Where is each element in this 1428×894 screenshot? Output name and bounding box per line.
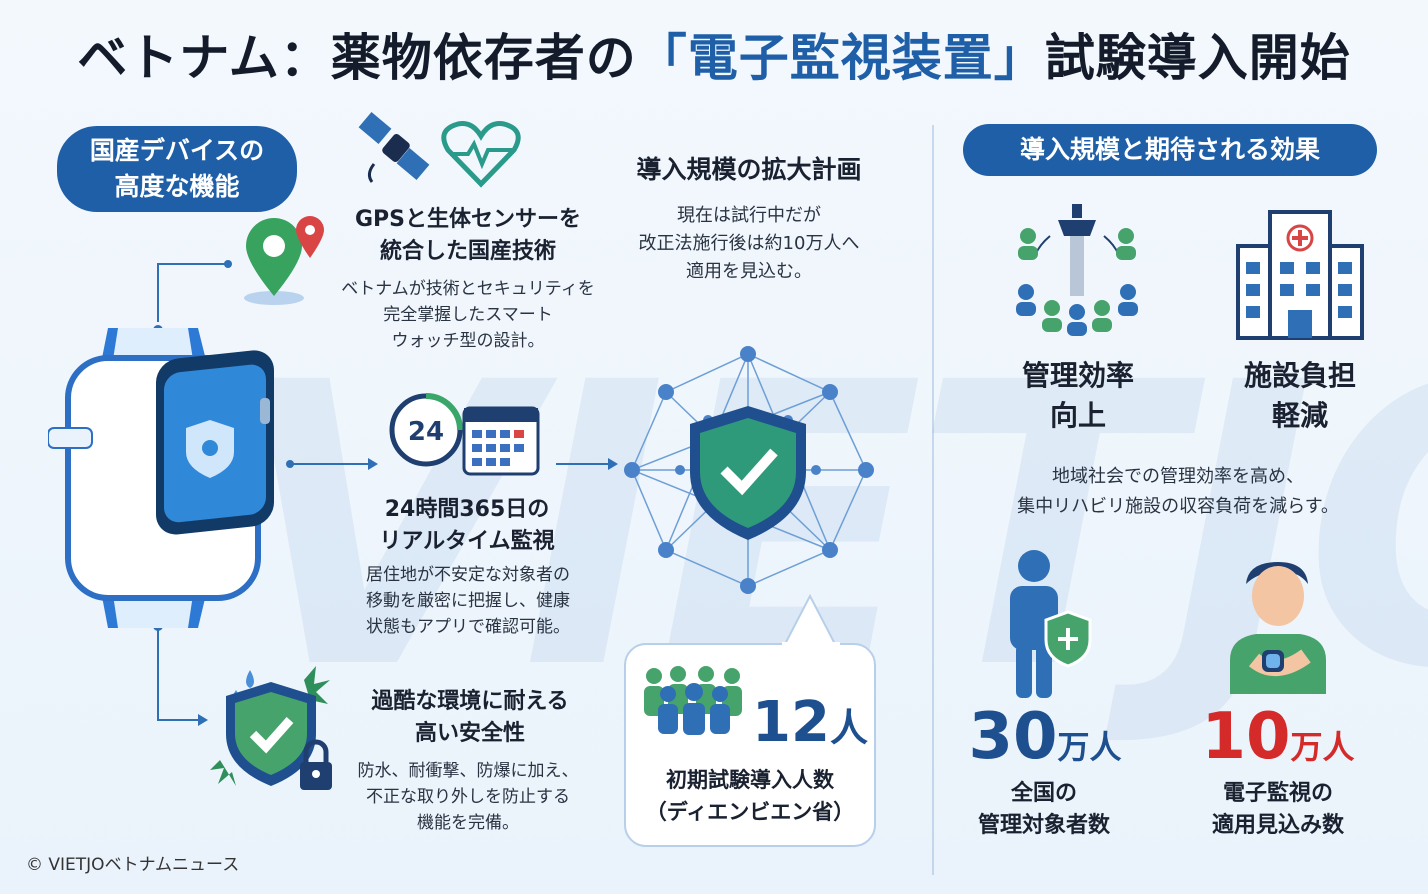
stat1-unit: 万人 — [1057, 728, 1122, 766]
stat2-unit: 万人 — [1290, 728, 1355, 766]
stat1-label-line1: 全国の — [1010, 781, 1077, 806]
initial-count-unit: 人 — [829, 706, 868, 750]
feature1-title: GPSと生体センサーを 統合した国産技術 — [330, 204, 606, 268]
lock-icon — [300, 739, 332, 790]
feature1-desc-line3: ウォッチ型の設計。 — [391, 331, 545, 351]
effects-desc-line2: 集中リハビリ施設の収容負荷を減らす。 — [1017, 496, 1339, 517]
title-highlight: 「電子監視装置」 — [636, 29, 1045, 87]
clock-24-icon: 24 — [389, 393, 463, 467]
initial-count-card — [624, 643, 876, 847]
stat2-value: 10万人 — [1196, 700, 1360, 774]
control-tower-icon — [1016, 204, 1138, 336]
calendar-icon — [462, 406, 540, 476]
feature2-desc-line2: 移動を厳密に把握し、健康 — [366, 591, 570, 611]
copyright-footer: © VIETJOベトナムニュース — [26, 855, 240, 875]
expansion-desc-line1: 現在は試行中だが — [677, 205, 821, 226]
feature3-desc-line3: 機能を完備。 — [417, 813, 519, 833]
feature2-title-line1: 24時間365日の — [384, 497, 550, 522]
feature3-title: 過酷な環境に耐える 高い安全性 — [340, 686, 600, 750]
effects-desc-line1: 地域社会での管理効率を高め、 — [1052, 466, 1304, 487]
feature3-title-line2: 高い安全性 — [414, 721, 525, 746]
pill-line-2: 高度な機能 — [114, 172, 240, 201]
feature2-title-line2: リアルタイム監視 — [379, 529, 555, 554]
expansion-desc-line3: 適用を見込む。 — [686, 261, 812, 282]
people-group-icon — [644, 666, 742, 735]
feature3-title-line1: 過酷な環境に耐える — [371, 689, 569, 714]
stat1-value: 30万人 — [964, 700, 1126, 774]
feature2-desc: 居住地が不安定な対象者の 移動を厳密に把握し、健康 状態もアプリで確認可能。 — [320, 562, 616, 640]
feature3-desc-line2: 不正な取り外しを防止する — [366, 787, 570, 807]
feature1-desc: ベトナムが技術とセキュリティを 完全掌握したスマート ウォッチ型の設計。 — [320, 276, 616, 354]
person-watch-icon — [1230, 562, 1326, 694]
stat1-number: 30 — [968, 700, 1058, 774]
connector-lines — [153, 260, 618, 726]
initial-count-label-line2: （ディエンビエン省） — [645, 800, 855, 824]
feature2-desc-line3: 状態もアプリで確認可能。 — [366, 617, 570, 637]
feature1-title-line1: GPSと生体センサーを — [354, 207, 582, 232]
title-prefix: ベトナム：薬物依存者の — [77, 29, 637, 87]
expansion-title: 導入規模の拡大計画 — [636, 155, 862, 184]
column-divider — [932, 125, 934, 875]
feature1-title-line2: 統合した国産技術 — [379, 239, 556, 264]
feature1-desc-line1: ベトナムが技術とセキュリティを — [341, 279, 595, 299]
effect-b-line2: 軽減 — [1271, 399, 1328, 432]
shield-check-icon — [210, 666, 330, 786]
title-suffix: 試験導入開始 — [1044, 29, 1351, 87]
hospital-icon — [1236, 210, 1364, 340]
page-title: ベトナム：薬物依存者の「電子監視装置」試験導入開始 — [0, 18, 1428, 90]
satellite-icon — [358, 111, 430, 183]
expansion-desc-line2: 改正法施行後は約10万人へ — [638, 233, 860, 254]
stat1-label-line2: 管理対象者数 — [977, 813, 1110, 838]
initial-count: 12人 — [752, 690, 868, 755]
section-pill-left: 国産デバイスの 高度な機能 — [57, 126, 297, 212]
effect-a: 管理効率 向上 — [990, 356, 1166, 436]
effect-b-line1: 施設負担 — [1243, 359, 1356, 392]
effect-a-line2: 向上 — [1049, 399, 1106, 432]
stat2-label-line1: 電子監視の — [1222, 781, 1333, 806]
expansion-desc: 現在は試行中だが 改正法施行後は約10万人へ 適用を見込む。 — [604, 202, 894, 286]
shield-network-icon — [624, 346, 874, 594]
feature2-title: 24時間365日の リアルタイム監視 — [334, 494, 600, 558]
stat2-number: 10 — [1201, 700, 1291, 774]
pill-line-1: 国産デバイスの — [89, 136, 265, 165]
section-pill-right: 導入規模と期待される効果 — [963, 124, 1377, 176]
heart-pulse-icon — [441, 121, 521, 188]
smartwatch-icon — [48, 328, 274, 628]
bubble-tail — [782, 593, 840, 648]
initial-count-number: 12 — [752, 690, 830, 755]
stat2-label-line2: 適用見込み数 — [1211, 813, 1344, 838]
stat1-label: 全国の 管理対象者数 — [954, 778, 1134, 842]
feature2-desc-line1: 居住地が不安定な対象者の — [366, 565, 570, 585]
stat2-label: 電子監視の 適用見込み数 — [1188, 778, 1368, 842]
feature1-desc-line2: 完全掌握したスマート — [383, 305, 553, 325]
initial-count-label: 初期試験導入人数 （ディエンビエン省） — [624, 764, 876, 828]
initial-count-label-line1: 初期試験導入人数 — [666, 768, 834, 792]
effect-a-line1: 管理効率 — [1021, 359, 1134, 392]
effects-desc: 地域社会での管理効率を高め、 集中リハビリ施設の収容負荷を減らす。 — [950, 462, 1406, 522]
clock-badge-text: 24 — [408, 417, 444, 447]
feature3-desc: 防水、耐衝撃、防爆に加え、 不正な取り外しを防止する 機能を完備。 — [320, 758, 616, 836]
feature3-desc-line1: 防水、耐衝撃、防爆に加え、 — [357, 761, 579, 781]
map-pin-icon — [244, 216, 324, 305]
person-shield-icon — [1010, 550, 1092, 698]
effect-b: 施設負担 軽減 — [1212, 356, 1388, 436]
